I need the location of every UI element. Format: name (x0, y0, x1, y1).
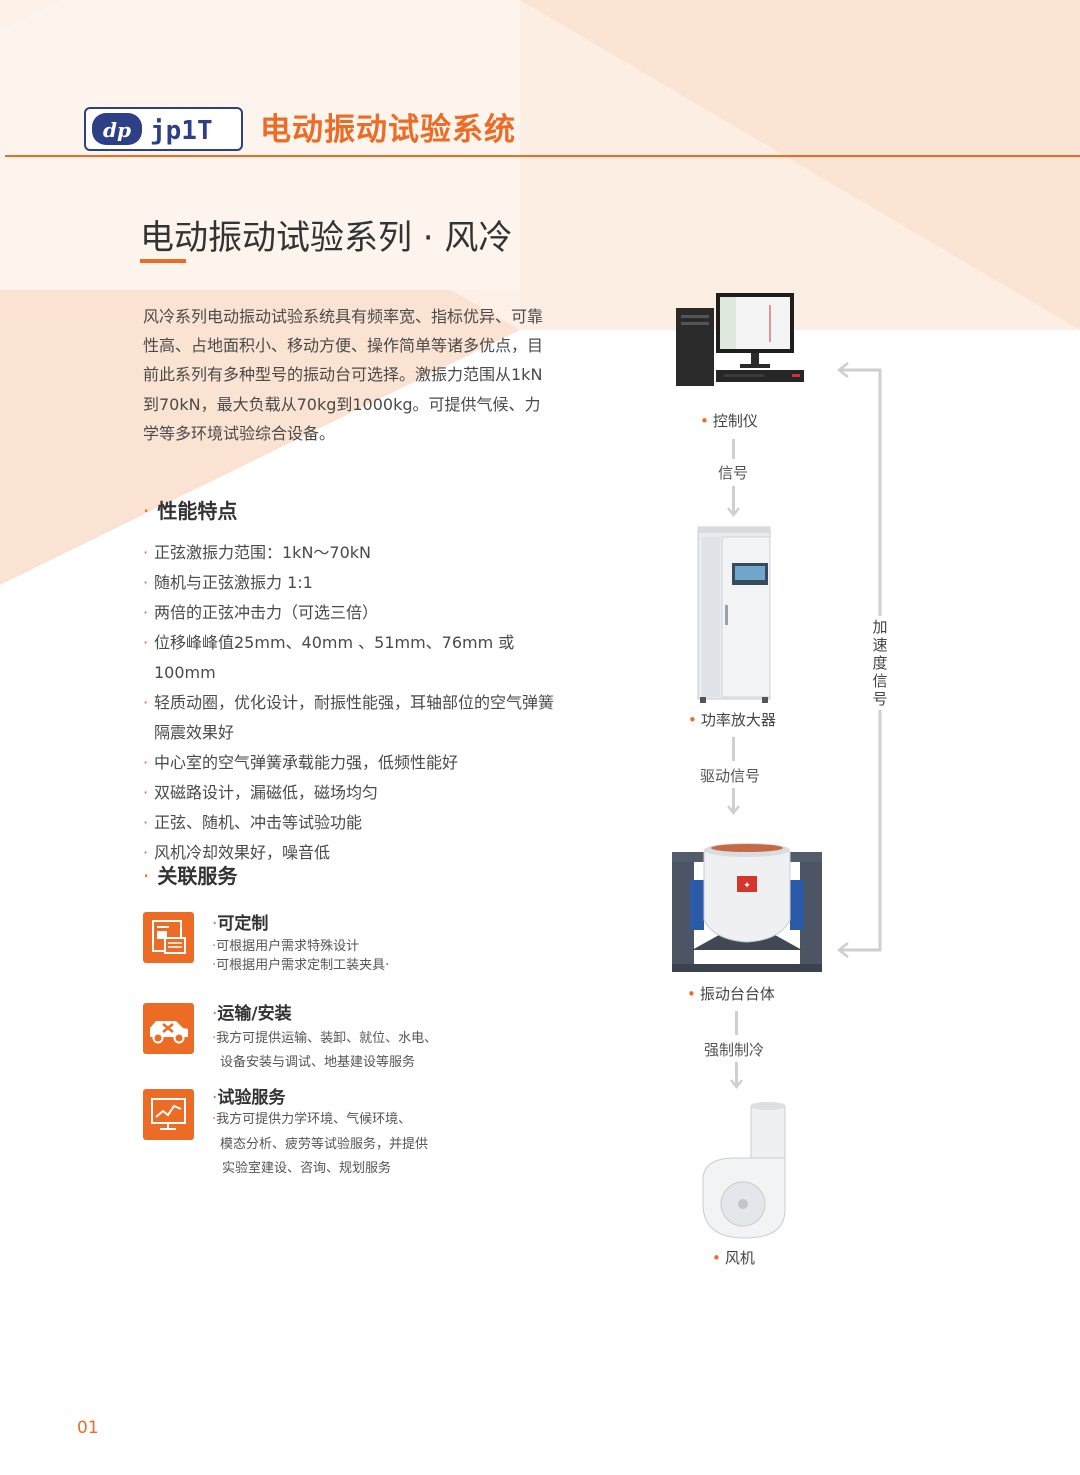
arrow-down-icon (727, 788, 740, 816)
service-title: ·试验服务 (212, 1088, 286, 1108)
arrow-down-icon (730, 1062, 743, 1090)
service-line-text: 可根据用户需求特殊设计 (216, 939, 360, 954)
service-line-text: 我方可提供运输、装卸、就位、水电、 (216, 1031, 438, 1046)
features-section-title: · 性能特点 (143, 495, 237, 524)
bullet-dot: · (143, 499, 150, 523)
service-title-text: 可定制 (217, 914, 269, 934)
svg-text:dp: dp (103, 118, 131, 142)
features-title-text: 性能特点 (157, 499, 238, 523)
node-label: •功率放大器 (688, 711, 776, 729)
transport-icon (143, 1003, 194, 1054)
flow-line (732, 737, 735, 761)
feature-item: 两倍的正弦冲击力（可选三倍） (143, 598, 563, 628)
feature-item: 轻质动圈，优化设计，耐振性能强，耳轴部位的空气弹簧隔震效果好 (143, 688, 563, 748)
flow-line (732, 439, 735, 459)
service-line: ·可根据用户需求特殊设计 (212, 939, 360, 954)
feature-item: 中心室的空气弹簧承载能力强，低频性能好 (143, 748, 563, 778)
feature-item: 位移峰峰值25mm、40mm 、51mm、76mm 或100mm (143, 628, 563, 688)
feature-item: 风机冷却效果好，噪音低 (143, 838, 563, 868)
arrow-down-icon (727, 486, 740, 518)
header-divider (5, 155, 1080, 157)
signal-label: 信号 (718, 464, 749, 482)
page-number: 01 (77, 1418, 99, 1438)
service-line: ·我方可提供力学环境、气候环境、 (212, 1112, 412, 1127)
page-title: 电动振动试验系列 · 风冷 (140, 218, 513, 258)
service-line-text: 我方可提供力学环境、气候环境、 (216, 1112, 412, 1127)
bullet-dot: · (143, 864, 150, 888)
feature-item: 双磁路设计，漏磁低，磁场均匀 (143, 778, 563, 808)
feature-item: 随机与正弦激振力 1:1 (143, 568, 563, 598)
service-title-text: 试验服务 (217, 1088, 286, 1108)
node-label-text: 风机 (724, 1249, 755, 1267)
feature-item: 正弦激振力范围：1kN～70kN (143, 538, 563, 568)
power-amplifier-image (697, 526, 771, 703)
feedback-label: 加速度信号 (870, 616, 890, 710)
features-list: 正弦激振力范围：1kN～70kN 随机与正弦激振力 1:1 两倍的正弦冲击力（可… (143, 538, 563, 868)
service-line: ·我方可提供运输、装卸、就位、水电、 (212, 1031, 438, 1046)
feature-item: 正弦、随机、冲击等试验功能 (143, 808, 563, 838)
node-label: •控制仪 (700, 412, 758, 430)
intro-paragraph: 风冷系列电动振动试验系统具有频率宽、指标优异、可靠性高、占地面积小、移动方便、操… (143, 307, 544, 443)
node-label: •振动台台体 (687, 985, 775, 1003)
service-line: 实验室建设、咨询、规划服务 (222, 1161, 392, 1176)
flow-line (735, 1011, 738, 1035)
svg-text:jp1T: jp1T (150, 116, 213, 146)
title-underline (140, 259, 186, 263)
service-title-text: 运输/安装 (217, 1004, 292, 1024)
node-label-text: 振动台台体 (699, 985, 775, 1003)
node-label-text: 控制仪 (712, 412, 758, 430)
service-line: 模态分析、疲劳等试验服务，并提供 (220, 1137, 429, 1152)
service-line-text: 可根据用户需求定制工装夹具· (216, 958, 390, 973)
service-title: ·运输/安装 (212, 1004, 292, 1024)
node-label-text: 功率放大器 (700, 711, 776, 729)
company-logo: dp jp1T (84, 107, 243, 151)
services-title-text: 关联服务 (157, 864, 238, 888)
test-service-icon (143, 1089, 194, 1140)
service-title: ·可定制 (212, 914, 269, 934)
shaker-body-image: ✦ (672, 843, 822, 972)
controller-image (676, 293, 804, 386)
services-section-title: · 关联服务 (143, 860, 237, 889)
fan-image (702, 1102, 786, 1239)
node-label: •风机 (712, 1249, 755, 1267)
signal-label: 驱动信号 (700, 767, 761, 785)
brand-title: 电动振动试验系统 (260, 112, 516, 148)
customize-icon (143, 912, 194, 963)
svg-text:✦: ✦ (743, 881, 751, 891)
service-line: 设备安装与调试、地基建设等服务 (220, 1055, 416, 1070)
service-line: ·可根据用户需求定制工装夹具· (212, 958, 390, 973)
signal-label: 强制制冷 (704, 1041, 765, 1059)
